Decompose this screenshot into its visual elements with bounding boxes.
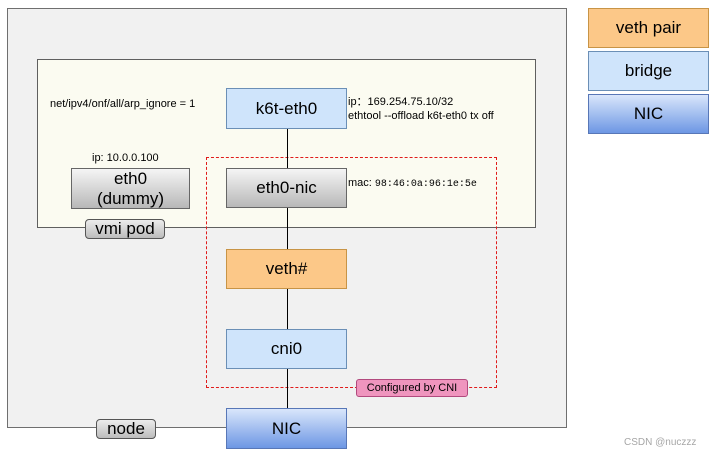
eth0-dummy-line1: eth0: [113, 168, 148, 188]
legend-veth-pair: veth pair: [588, 8, 709, 48]
wire-veth-cni0: [287, 289, 288, 330]
eth0-nic-block: eth0-nic: [226, 168, 347, 208]
veth-block: veth#: [226, 249, 347, 289]
node-label: node: [96, 419, 156, 439]
dummy-ip-text: ip: 10.0.0.100: [92, 152, 159, 164]
mac-value: 98:46:0a:96:1e:5e: [374, 179, 477, 190]
cni-label: Configured by CNI: [356, 379, 468, 397]
vmi-pod-label: vmi pod: [85, 219, 165, 239]
k6t-ethtool-text: ethtool --offload k6t-eth0 tx off: [348, 110, 494, 122]
eth0-dummy-block: eth0 (dummy): [71, 168, 190, 209]
k6t-eth0-bridge: k6t-eth0: [226, 88, 347, 129]
wire-eth0nic-veth: [287, 208, 288, 250]
cni-region: [206, 157, 497, 388]
wire-k6t-eth0nic: [287, 128, 288, 168]
legend-nic: NIC: [588, 94, 709, 134]
eth0-dummy-line2: (dummy): [96, 188, 165, 208]
mac-label: mac:: [348, 177, 372, 189]
nic-block: NIC: [226, 408, 347, 449]
cni0-bridge: cni0: [226, 329, 347, 369]
k6t-ip-text: ip：169.254.75.10/32: [348, 96, 454, 108]
arp-ignore-text: net/ipv4/onf/all/arp_ignore = 1: [50, 98, 196, 110]
watermark: CSDN @nuczzz: [624, 437, 697, 448]
wire-cni0-nic: [287, 369, 288, 409]
mac-text: mac: 98:46:0a:96:1e:5e: [348, 177, 477, 191]
legend-bridge: bridge: [588, 51, 709, 91]
